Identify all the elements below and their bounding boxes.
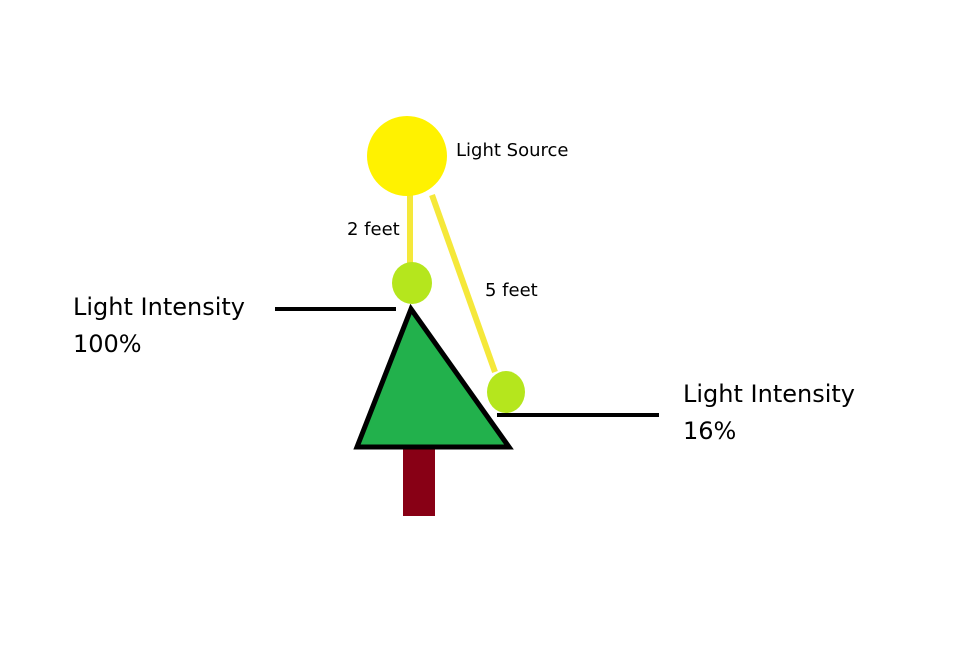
light-ray-far — [429, 193, 498, 374]
intensity-left-title: Light Intensity — [73, 293, 245, 321]
bulb-far — [487, 371, 525, 413]
intensity-left-value: 100% — [73, 330, 142, 358]
intensity-right-title: Light Intensity — [683, 380, 855, 408]
distance-far-label: 5 feet — [485, 280, 538, 301]
distance-near-label: 2 feet — [347, 219, 400, 240]
tree-trunk — [403, 445, 435, 516]
intensity-left-label: Light Intensity 100% — [73, 289, 245, 363]
intensity-right-label: Light Intensity 16% — [683, 376, 855, 450]
light-source-label: Light Source — [456, 140, 569, 161]
light-source-circle — [367, 116, 447, 196]
intensity-right-value: 16% — [683, 417, 737, 445]
bulb-near — [392, 262, 432, 304]
tree-canopy — [353, 303, 514, 450]
